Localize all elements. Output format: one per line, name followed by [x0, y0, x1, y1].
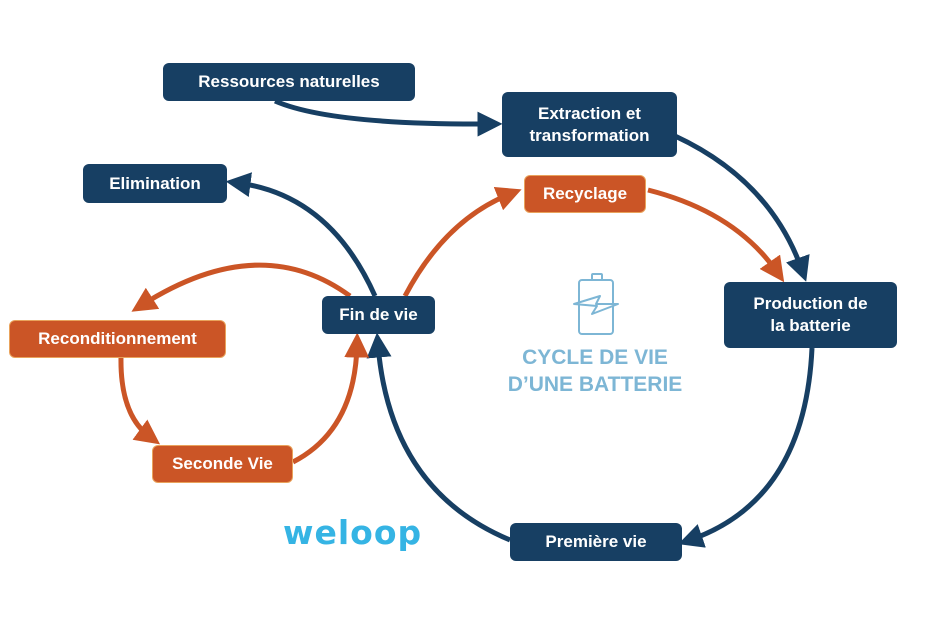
node-elimination: Elimination: [83, 164, 227, 203]
node-premiere-vie: Première vie: [510, 523, 682, 561]
edge-fin-de-vie-to-recyclage: [402, 187, 522, 298]
edge-extraction-to-production: [673, 133, 810, 282]
edge-production-to-premiere-vie: [678, 347, 815, 548]
edge-recyclage-to-production: [647, 187, 785, 283]
diagram-title: CYCLE DE VIE D’UNE BATTERIE: [495, 344, 695, 398]
node-label: Recyclage: [542, 184, 628, 203]
node-label: Reconditionnement: [38, 329, 197, 348]
node-extraction-transformation: Extraction et transformation: [502, 92, 677, 157]
weloop-logo: weloop: [283, 513, 423, 552]
edge-seconde-vie-to-fin-de-vie: [291, 332, 370, 465]
edge-fin-de-vie-to-elimination: [225, 172, 378, 298]
edge-ressources-to-extraction: [274, 98, 503, 137]
node-label-line2: la batterie: [770, 316, 851, 335]
node-label-line2: transformation: [529, 125, 650, 145]
node-label: Elimination: [109, 173, 201, 193]
node-seconde-vie: Seconde Vie: [152, 445, 293, 483]
node-label-line1: Extraction et: [538, 103, 641, 123]
edge-fin-de-vie-to-reconditionnement: [131, 262, 352, 312]
node-label-line1: Production de: [753, 294, 868, 313]
diagram-title-line1: CYCLE DE VIE: [522, 346, 668, 369]
node-label: Fin de vie: [339, 305, 418, 324]
edge-premiere-vie-to-fin-de-vie: [366, 332, 511, 543]
node-ressources-naturelles: Ressources naturelles: [163, 63, 415, 101]
edge-reconditionnement-to-seconde-vie: [118, 356, 161, 445]
node-label: Seconde Vie: [172, 454, 273, 473]
node-production-batterie: Production de la batterie: [724, 282, 897, 348]
node-reconditionnement: Reconditionnement: [9, 320, 226, 358]
diagram-title-line2: D’UNE BATTERIE: [507, 373, 683, 396]
node-label: Ressources naturelles: [198, 72, 380, 91]
node-recyclage: Recyclage: [524, 175, 646, 213]
node-label: Première vie: [545, 532, 647, 551]
node-fin-de-vie: Fin de vie: [322, 296, 435, 334]
battery-charging-icon: [573, 273, 619, 335]
